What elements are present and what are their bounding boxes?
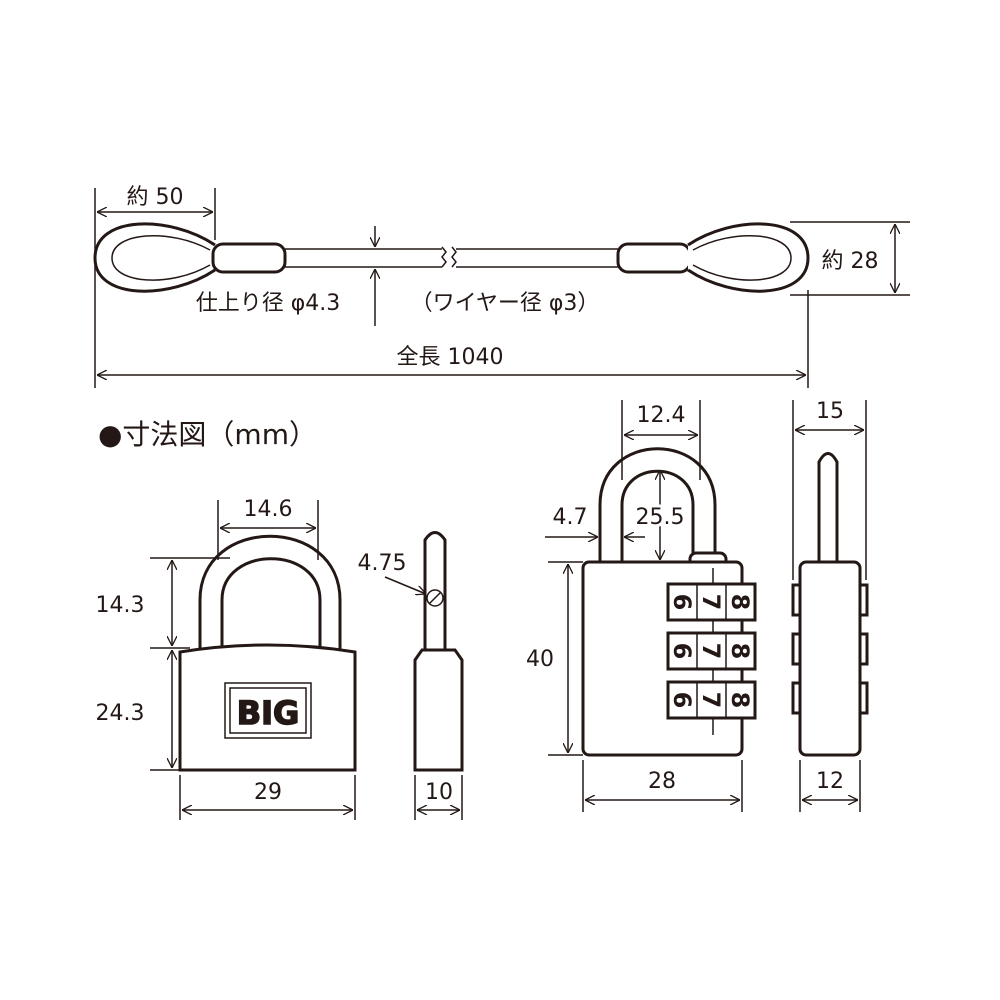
loop-length-label: 約 50: [127, 185, 184, 210]
combo-padlock-dimensions: 12.4 4.7 25.5 40 28: [526, 400, 743, 812]
combo-padlock-side: 15 12: [791, 399, 869, 812]
finished-diameter-label: 仕上り径 φ4.3: [196, 291, 341, 316]
key-padlock-dimensions: 14.6 14.3 24.3 29: [96, 497, 356, 820]
dial-digit: 7: [697, 692, 725, 709]
dial-digit: 8: [726, 594, 754, 611]
section-title: ●寸法図（mm）: [98, 418, 317, 451]
depth-label: 10: [425, 780, 453, 805]
left-loop: [93, 222, 216, 293]
combo-body-height-label: 40: [526, 647, 554, 672]
dial-digit: 8: [726, 692, 754, 709]
side-width-label: 15: [816, 399, 844, 424]
shackle-diameter-label: 4.75: [358, 551, 407, 576]
loop-width-label: 約 28: [822, 249, 879, 274]
dial-digit: 6: [668, 643, 696, 660]
body-height-label: 24.3: [96, 701, 145, 726]
shackle-height-label: 14.3: [96, 593, 145, 618]
body-width-label: 29: [254, 780, 282, 805]
dial-row-2: 6 7 8: [666, 631, 757, 671]
combo-body-width-label: 28: [648, 769, 676, 794]
combo-padlock-front: 6 7 8 6 7 8 6 7 8: [581, 447, 757, 757]
dial-row-1: 6 7 8: [666, 582, 757, 622]
wire-diameter-label: （ワイヤー径 φ3）: [411, 291, 600, 316]
shackle-clearance-label: 25.5: [636, 505, 685, 530]
combo-shackle-diameter-label: 4.7: [553, 505, 588, 530]
combo-depth-label: 12: [816, 769, 844, 794]
dial-digit: 7: [697, 594, 725, 611]
right-sleeve: [616, 242, 692, 274]
dial-digit: 7: [697, 643, 725, 660]
right-loop: [687, 222, 810, 293]
key-padlock-front: BIG: [178, 534, 357, 772]
total-length-label: 全長 1040: [397, 345, 504, 370]
left-sleeve: [211, 242, 287, 274]
shackle: [198, 534, 342, 652]
dial-row-3: 6 7 8: [666, 680, 757, 720]
key-padlock-side: 4.75 10: [358, 531, 464, 820]
cable-dimensions: 約 50 約 28 仕上り径 φ4.3 （ワイヤー径 φ3） 全長 1040: [94, 185, 910, 388]
big-logo: [224, 682, 312, 739]
wire-cable: [93, 222, 810, 293]
shackle-width-label: 14.6: [244, 497, 293, 522]
logo-text: BIG: [237, 694, 300, 732]
combo-shackle-width-label: 12.4: [637, 403, 686, 428]
dial-digit: 6: [668, 594, 696, 611]
dial-digit: 6: [668, 692, 696, 709]
dial-digit: 8: [726, 643, 754, 660]
